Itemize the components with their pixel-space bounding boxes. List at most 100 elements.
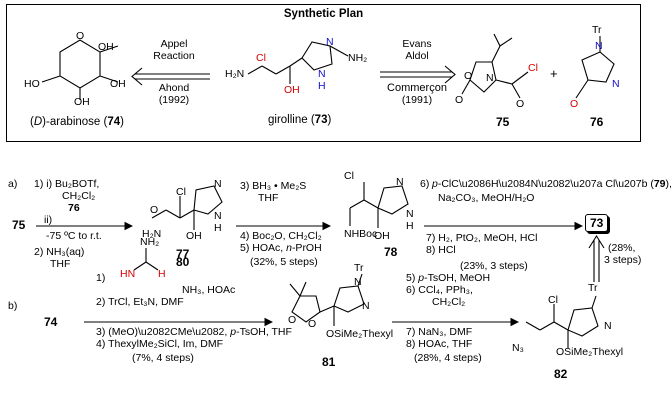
compound-82-structure [525, 295, 599, 348]
step-b2-line5: 8) HOAc, THF [406, 338, 473, 350]
atom-oh: OH [110, 78, 126, 90]
step-a3-yield: (23%, 3 steps) [460, 260, 528, 272]
step-b2-line1: 5) p-TsOH, MeOH [406, 272, 491, 284]
compound-81-label: 81 [322, 355, 336, 369]
step-a1-temp: -75 ºC to r.t. [46, 230, 102, 242]
atom-n3: N₃ [512, 342, 524, 354]
atom-n: N [362, 300, 370, 312]
step-a2-line1: 3) BH₃ • Me₂S [240, 180, 307, 192]
atom-o: O [464, 70, 473, 82]
atom-o: O [76, 30, 85, 42]
compound-76-structure [575, 36, 615, 99]
atom-n: N [486, 72, 494, 84]
compound-78-structure [349, 182, 409, 228]
step-a2-line4: 5) HOAc, n-PrOH [240, 242, 322, 254]
atom-h2n: H₂N [142, 228, 162, 240]
atom-n: N [214, 178, 222, 190]
step-a3-line4: 8) HCl [426, 244, 456, 256]
atom-cl: Cl [176, 186, 186, 198]
arabinose-label: (D)-arabinose (74) [30, 116, 124, 128]
atom-tr: Tr [354, 262, 364, 274]
retro-arrow-evans [380, 65, 456, 84]
arabinose-structure [41, 39, 119, 100]
compound-81-structure [289, 273, 365, 326]
girolline-label: girolline (73) [268, 114, 332, 126]
step-a2-yield: (32%, 5 steps) [250, 256, 318, 268]
route-a-label: a) [8, 178, 18, 190]
compound-77-structure [151, 185, 223, 230]
atom-h: H [158, 268, 166, 280]
atom-osime2thexyl: OSiMe₂Thexyl [556, 346, 624, 358]
atom-oh: OH [186, 230, 202, 242]
target-compound-73: 73 [585, 214, 609, 232]
step-b1-nh3: NH₃, HOAc [182, 284, 236, 296]
compound-78-label: 78 [384, 245, 398, 259]
step-a1-nh3: 2) NH₃(aq) [34, 246, 85, 258]
atom-n: N [326, 36, 334, 48]
step-b1-yield: (7%, 4 steps) [132, 352, 194, 364]
atom-o: O [516, 98, 525, 110]
step-b1-line3: 3) (MeO)\u2082CMe\u2082, p-TsOH, THF [96, 326, 292, 338]
final-yield-2: 3 steps) [604, 254, 642, 266]
arrow-b3 [588, 234, 605, 282]
step-b2-line3: CH₂Cl₂ [432, 296, 466, 308]
compound-75-label: 75 [496, 115, 510, 129]
step-a3-line3: 7) H₂, PtO₂, MeOH, HCl [426, 232, 538, 244]
atom-n: N [595, 40, 603, 52]
step-b2-line2: 6) CCl₄, PPh₃, [406, 284, 473, 296]
atom-o: O [150, 204, 159, 216]
atom-o: O [308, 318, 317, 330]
step-a1-line1: 1) i) Bu₂BOTf, [34, 178, 100, 190]
plan-title: Synthetic Plan [283, 8, 364, 20]
atom-cl: Cl [548, 294, 558, 306]
atom-o: O [455, 94, 464, 106]
atom-n: N [396, 176, 404, 188]
step-b1-line4: 4) ThexylMe₂SiCl, Im, DMF [96, 338, 223, 350]
step-b2-yield: (28%, 4 steps) [414, 352, 482, 364]
step-b1-line2: 2) TrCl, Et₃N, DMF [96, 296, 184, 308]
synthetic-plan-box: Synthetic Plan [6, 4, 641, 142]
step-a3-line2: Na₂CO₃, MeOH/H₂O [438, 192, 535, 204]
route-a-start: 75 [12, 218, 26, 232]
step-a1-line2: CH₂Cl₂ [62, 190, 96, 202]
compound-75-structure [461, 33, 529, 99]
step-a1-ii: ii) [44, 214, 53, 226]
commercon-label: Commerçon(1991) [387, 82, 447, 106]
atom-cl: Cl [256, 52, 266, 64]
atom-nh2: NH₂ [348, 52, 368, 64]
route-b-start: 74 [44, 315, 58, 329]
atom-o: O [288, 314, 297, 326]
atom-hn: HN [120, 268, 136, 280]
compound-80-structure [133, 248, 159, 271]
atom-nhboc: NHBoc [344, 228, 378, 240]
atom-osime2thexyl: OSiMe₂Thexyl [326, 328, 394, 340]
atom-n: N [354, 276, 362, 288]
final-yield-1: (28%, [608, 242, 636, 254]
step-a1-reagent: 76 [68, 202, 80, 214]
atom-oh: OH [284, 84, 300, 96]
compound-77-label: 77 [176, 247, 190, 261]
compound-76-label: 76 [590, 115, 604, 129]
retro-arrow-appel [131, 67, 210, 86]
structures-canvas [36, 33, 615, 348]
step-a2-line3: 4) Boc₂O, CH₂Cl₂ [240, 230, 322, 242]
girolline-structure [247, 41, 349, 84]
step-b2-line4: 7) NaN₃, DMF [406, 326, 473, 338]
step-b1-num1: 1) [96, 272, 106, 284]
atom-nh2: NH₂ [140, 236, 160, 248]
atom-oh: OH [98, 41, 114, 53]
atom-tr: Tr [592, 24, 602, 36]
compound-80-label: 80 [176, 255, 190, 269]
atom-n: N [604, 320, 612, 332]
atom-cl: Cl [528, 62, 538, 74]
atom-oh: OH [74, 96, 90, 108]
compound-82-label: 82 [554, 367, 568, 381]
atom-oh: OH [374, 230, 390, 242]
atom-ho: HO [24, 78, 40, 90]
step-a3-line1: p-ClC\u2086H\u2084N\u2082\u207a Cl\u207b… [432, 178, 672, 190]
step-a1-thf: THF [50, 258, 71, 270]
